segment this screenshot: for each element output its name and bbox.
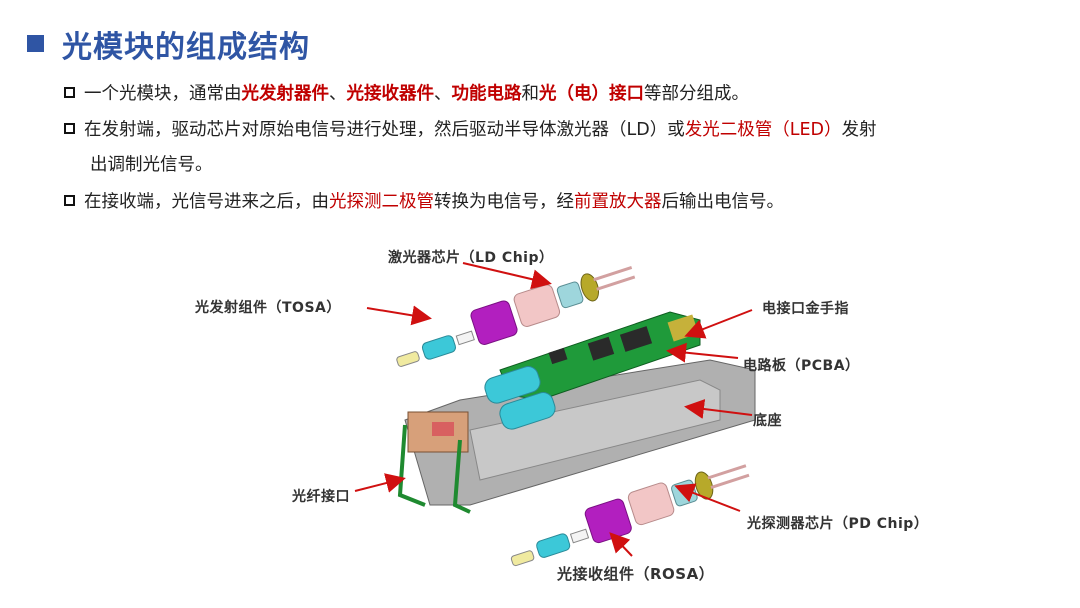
tosa-parts [396, 266, 636, 367]
highlight-term: 光接收器件 [346, 84, 435, 104]
label-rosa: 光接收组件（ROSA） [557, 565, 715, 583]
checkbox-bullet-icon [64, 195, 75, 206]
highlight-term: 光（电）接口 [539, 84, 644, 104]
bullet-2: 在发射端，驱动芯片对原始电信号进行处理，然后驱动半导体激光器（LD）或发光二极管… [64, 116, 877, 141]
text-segment: 发射 [841, 120, 877, 140]
page-title: 光模块的组成结构 [62, 30, 310, 65]
text-segment: 、 [434, 84, 452, 104]
text-segment: 后输出电信号。 [661, 192, 785, 212]
text-segment: 等部分组成。 [644, 84, 749, 104]
label-base: 底座 [753, 413, 782, 429]
bullet-2-text: 在发射端，驱动芯片对原始电信号进行处理，然后驱动半导体激光器（LD）或发光二极管… [84, 120, 877, 140]
highlight-term: 光发射器件 [241, 84, 330, 104]
title-square-icon [27, 35, 44, 52]
highlight-term: 前置放大器 [574, 192, 662, 212]
text-segment: 在发射端，驱动芯片对原始电信号进行处理，然后驱动半导体激光器（LD）或 [84, 120, 685, 140]
label-ld-chip: 激光器芯片（LD Chip） [388, 250, 554, 266]
bullet-1: 一个光模块，通常由光发射器件、光接收器件、功能电路和光（电）接口等部分组成。 [64, 80, 749, 105]
label-fiber-port: 光纤接口 [292, 489, 350, 505]
highlight-term: 发光二极管（LED） [684, 120, 842, 140]
text-segment: 一个光模块，通常由 [84, 84, 242, 104]
highlight-term: 光探测二极管 [329, 192, 434, 212]
checkbox-bullet-icon [64, 123, 75, 134]
callout-arrows [354, 262, 753, 557]
label-gold-finger: 电接口金手指 [762, 301, 849, 317]
label-pcba: 电路板（PCBA） [743, 358, 860, 374]
checkbox-bullet-icon [64, 87, 75, 98]
text-segment: 和 [521, 84, 540, 104]
text-segment: 在接收端，光信号进来之后，由 [84, 192, 329, 212]
bullet-3-text: 在接收端，光信号进来之后，由光探测二极管转换为电信号，经前置放大器后输出电信号。 [84, 192, 784, 212]
text-segment: 、 [329, 84, 347, 104]
label-pd-chip: 光探测器芯片（PD Chip） [747, 516, 929, 532]
bullet-3: 在接收端，光信号进来之后，由光探测二极管转换为电信号，经前置放大器后输出电信号。 [64, 188, 784, 213]
highlight-term: 功能电路 [451, 84, 522, 104]
text-segment: 转换为电信号，经 [434, 192, 574, 212]
bullet-1-text: 一个光模块，通常由光发射器件、光接收器件、功能电路和光（电）接口等部分组成。 [84, 84, 749, 104]
label-tosa: 光发射组件（TOSA） [195, 300, 341, 316]
bullet-2-continuation: 出调制光信号。 [90, 155, 213, 175]
